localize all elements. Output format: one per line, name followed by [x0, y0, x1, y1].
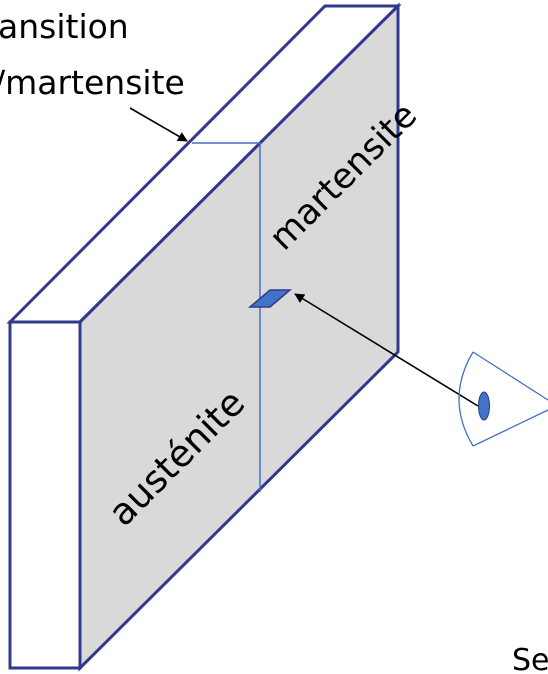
plate-front-edge — [8, 320, 82, 670]
transition-label-line2: /martensite — [0, 63, 185, 102]
observation-arrow — [294, 293, 479, 407]
eye-icon — [458, 351, 548, 447]
plate-side-face — [78, 2, 400, 672]
transition-label-line1: ansition — [0, 7, 129, 46]
transition-arrow — [129, 107, 188, 142]
probe-marker — [247, 289, 293, 308]
corner-text-fragment: Se — [512, 643, 548, 674]
phase-interface-line — [192, 142, 261, 492]
